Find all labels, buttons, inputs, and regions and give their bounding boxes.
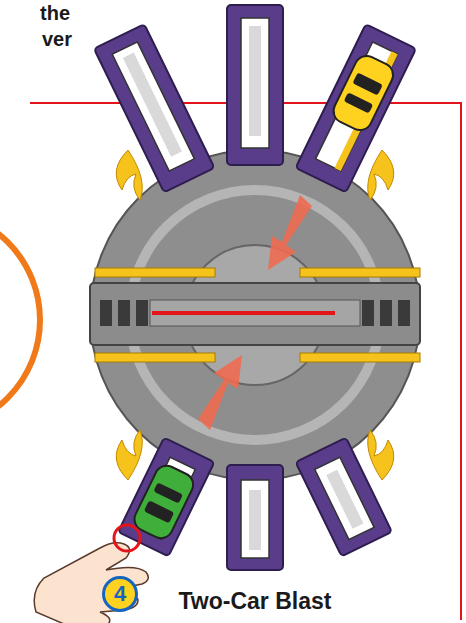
frame-line [30, 103, 461, 620]
caption: Two-Car Blast [175, 588, 336, 615]
center-track [90, 268, 420, 362]
callout-number: 4 [114, 583, 126, 605]
flame-decor [116, 150, 394, 480]
hand [34, 525, 148, 623]
instruction-text: ver [42, 28, 72, 51]
magnifier-circle [0, 210, 40, 430]
wheel-ring [130, 190, 380, 440]
callout-badge: 4 [102, 576, 138, 612]
instruction-text: the [40, 2, 70, 25]
wheel [90, 150, 420, 480]
motion-arrow [198, 195, 312, 430]
